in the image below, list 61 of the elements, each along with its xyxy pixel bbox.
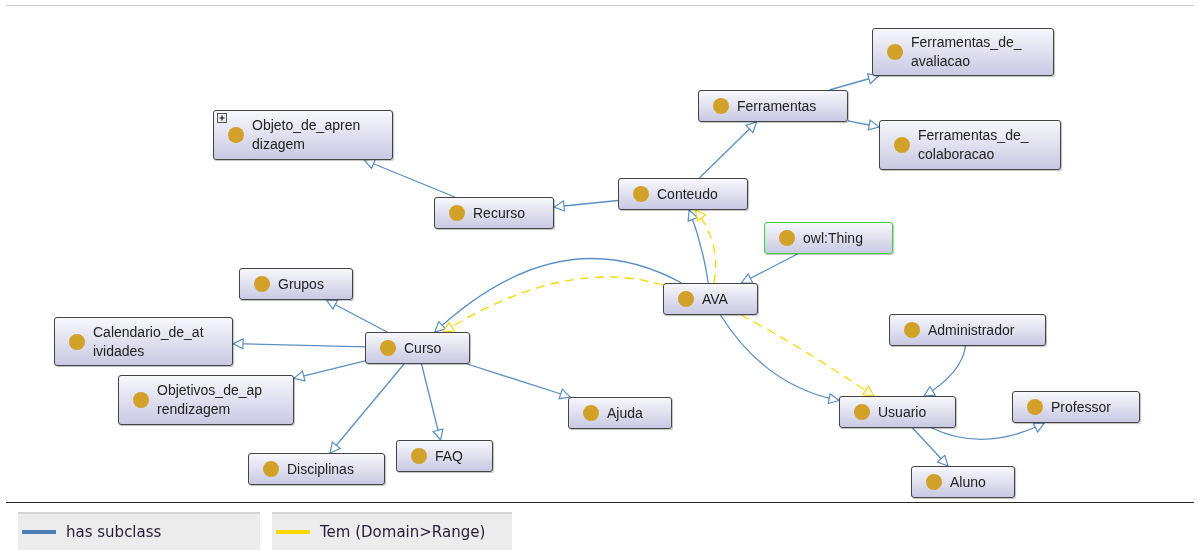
- class-box: [396, 440, 493, 472]
- class-box: [568, 397, 672, 429]
- arrow: [434, 258, 683, 333]
- class-name: owl:Thing: [803, 228, 863, 248]
- arrow: [923, 345, 967, 397]
- class-name: Grupos: [278, 274, 324, 294]
- class-name: Administrador: [928, 320, 1015, 340]
- class-box: [248, 453, 385, 485]
- arrow: [553, 199, 619, 212]
- dashed-arrow: [740, 314, 875, 397]
- class-box: [118, 375, 294, 425]
- class-name: Objeto_de_aprendizagem: [252, 116, 362, 154]
- class-name: Ferramentas: [737, 96, 817, 116]
- arrow: [232, 338, 366, 350]
- class-box: [879, 120, 1061, 170]
- dashed-arrow: [442, 276, 664, 333]
- class-box: [618, 178, 748, 210]
- arrow: [719, 314, 840, 404]
- arrow: [363, 158, 456, 198]
- arrow: [698, 121, 758, 179]
- arrow: [466, 363, 571, 400]
- class-name: Ajuda: [607, 403, 643, 423]
- class-box: [1012, 391, 1140, 423]
- class-box: [434, 197, 554, 229]
- class-name: Disciplinas: [287, 459, 354, 479]
- class-box: [698, 90, 848, 122]
- legend-text: has subclass: [66, 523, 162, 541]
- class-box: [764, 222, 893, 254]
- class-box: [872, 28, 1054, 76]
- class-name: Recurso: [473, 203, 526, 223]
- arrow: [911, 427, 949, 467]
- class-name: Ferramentas_de_colaboracao: [918, 126, 1030, 164]
- class-box: [839, 396, 956, 428]
- arrow: [847, 119, 880, 131]
- class-box: [889, 314, 1046, 346]
- dashed-arrow: [694, 209, 717, 284]
- class-name: Curso: [404, 338, 442, 358]
- arrow: [293, 360, 366, 382]
- class-name: AVA: [702, 289, 728, 309]
- class-box: [365, 332, 470, 364]
- arrow: [329, 363, 405, 454]
- class-box: [911, 466, 1015, 498]
- arrow: [740, 253, 799, 284]
- class-name: Professor: [1051, 397, 1111, 417]
- arrow: [828, 73, 880, 91]
- class-box: [54, 317, 233, 366]
- arrow: [930, 422, 1045, 440]
- arrow: [420, 363, 444, 441]
- arrow: [325, 299, 388, 333]
- class-name: Objetivos_de_aprendizagem: [157, 381, 264, 419]
- class-name: Usuario: [878, 402, 927, 422]
- legend-text: Tem (Domain>Range): [320, 523, 486, 541]
- class-name: Calendario_de_atividades: [93, 322, 205, 361]
- arrow: [687, 209, 709, 284]
- class-box: [239, 268, 353, 300]
- class-box: [213, 110, 393, 160]
- class-name: Ferramentas_de_avaliacao: [911, 33, 1023, 71]
- class-name: Conteudo: [657, 184, 718, 204]
- class-box: [663, 283, 758, 315]
- class-name: FAQ: [435, 446, 463, 466]
- class-name: Aluno: [950, 472, 986, 492]
